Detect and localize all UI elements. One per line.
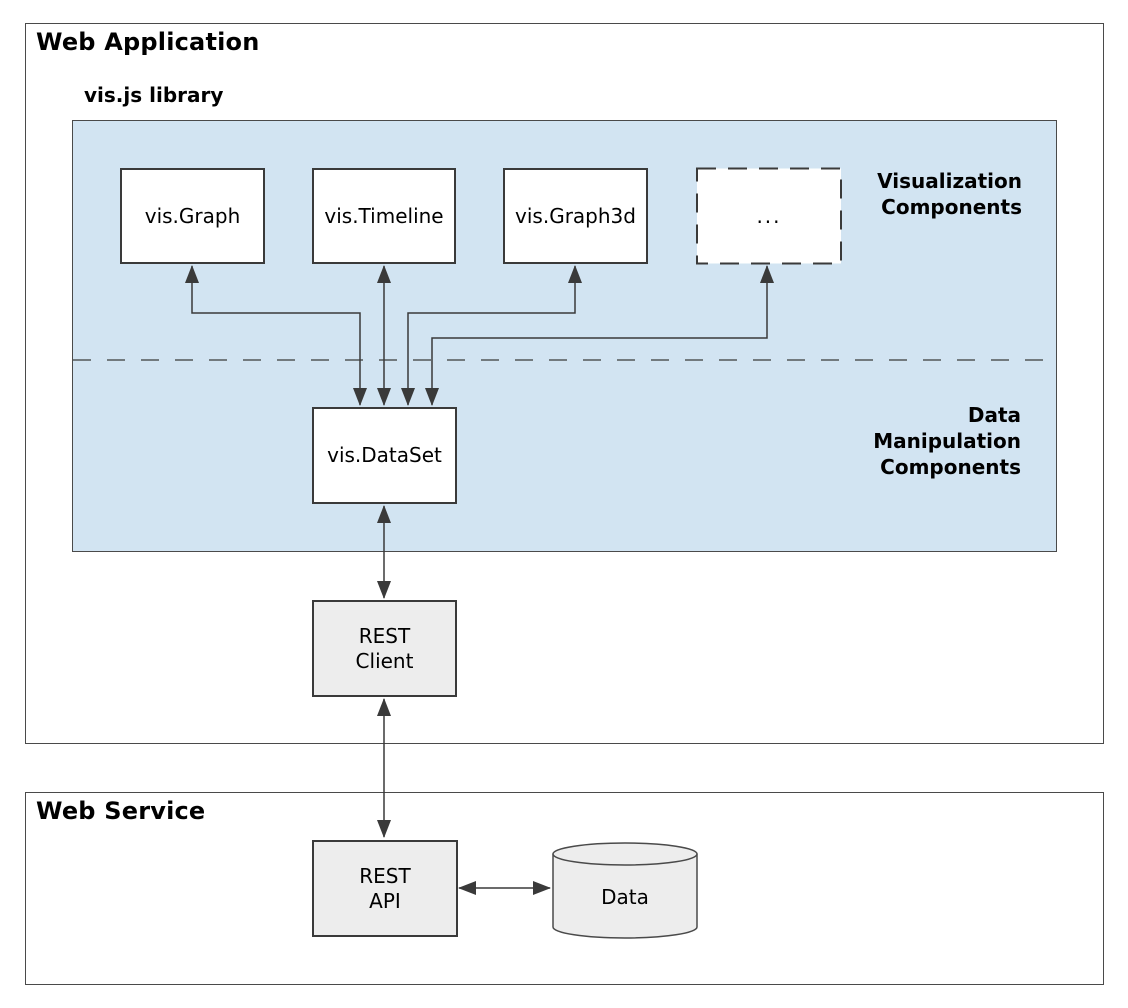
rest-api-node: REST API: [312, 840, 458, 937]
data-store-label: Data: [601, 884, 649, 909]
web-service-title: Web Service: [36, 797, 206, 825]
visualization-components-label: Visualization Components: [877, 169, 1022, 219]
vis-timeline-node: vis.Timeline: [312, 168, 456, 264]
vis-dataset-node: vis.DataSet: [312, 407, 457, 504]
more-components-node: ...: [756, 203, 782, 228]
vis-graph3d-node: vis.Graph3d: [503, 168, 648, 264]
rest-client-node: REST Client: [312, 600, 457, 697]
web-application-frame: [25, 23, 1104, 744]
web-service-frame: [25, 792, 1104, 985]
web-application-title: Web Application: [36, 28, 260, 56]
vis-graph-node: vis.Graph: [120, 168, 265, 264]
data-manipulation-components-label: Data Manipulation Components: [873, 403, 1021, 479]
visjs-library-title: vis.js library: [84, 83, 224, 107]
